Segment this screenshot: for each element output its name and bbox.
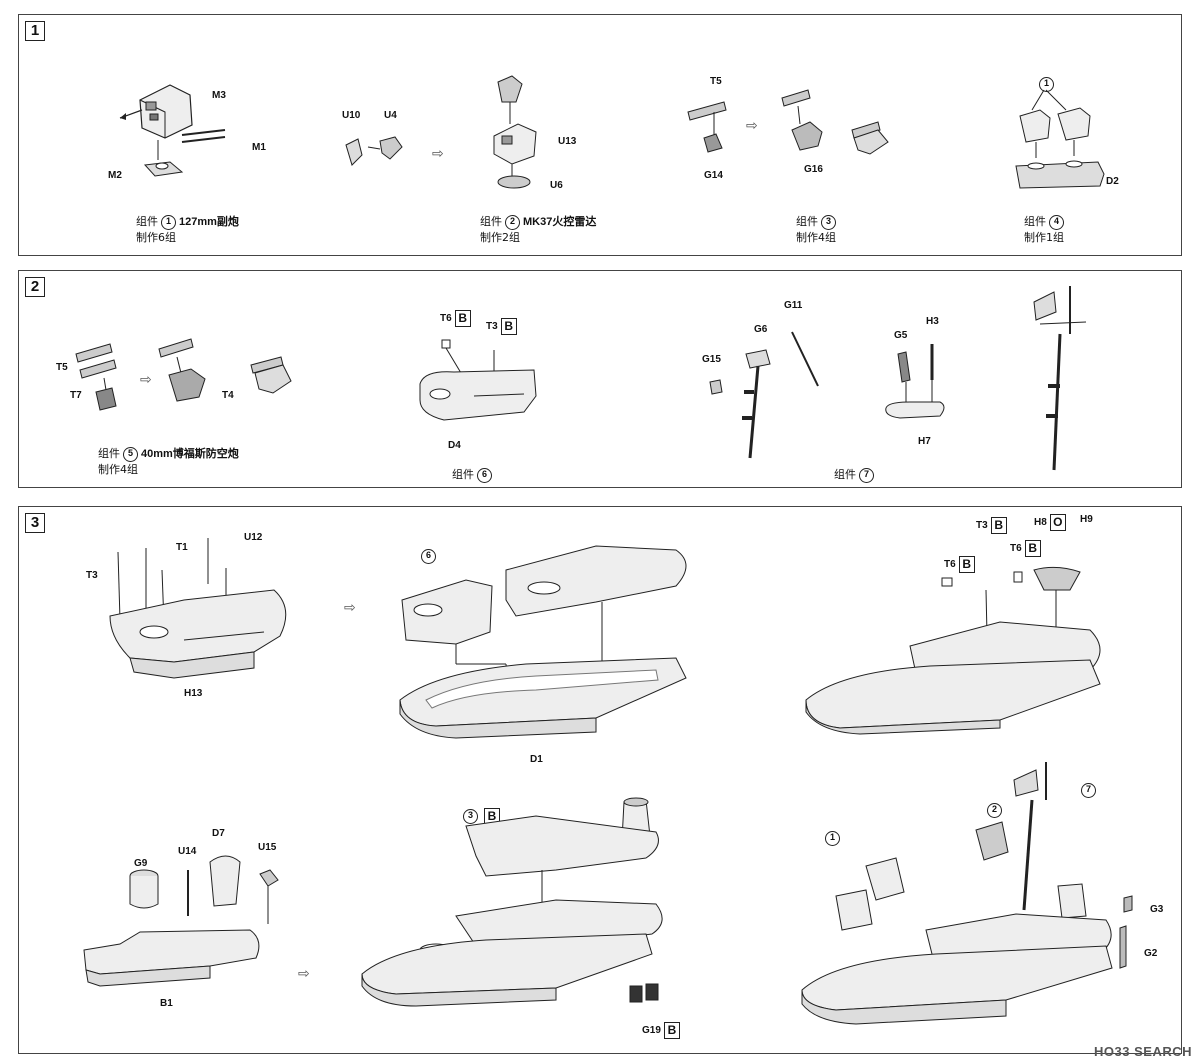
part-label-u10: U10 [342, 110, 361, 121]
part-label-h3: H3 [926, 316, 939, 327]
part-label-m2: M2 [108, 170, 122, 181]
step-number: 1 [25, 21, 45, 41]
part-label-t3: T3 [86, 570, 98, 581]
part-label-g16: G16 [804, 164, 823, 175]
part-label-t5: T5 [710, 76, 722, 87]
part-label-m3: M3 [212, 90, 226, 101]
step-3-panel: 3 [18, 506, 1182, 1054]
part-127mm-gun-illustration [119, 84, 226, 177]
step-flow-arrow: ⇨ [746, 118, 758, 134]
hull-final-assembly-illustration [801, 762, 1133, 1025]
part-label-u13: U13 [558, 136, 577, 147]
part-label-t7: T7 [70, 390, 82, 401]
part-label-g6: G6 [754, 324, 768, 335]
part-label-h13: H13 [184, 688, 203, 699]
assembly-ref-2: 2 [987, 803, 1002, 818]
step-flow-arrow: ⇨ [432, 146, 444, 162]
part-label-d2: D2 [1106, 176, 1119, 187]
hull-stage-2-illustration [361, 797, 663, 1007]
part-superstructure-d4-illustration [419, 339, 537, 421]
step-2-panel: 2 [18, 270, 1182, 488]
part-label-g3: G3 [1150, 904, 1164, 915]
part-mast-illustration [709, 331, 819, 459]
part-40mm-barrels-illustration [687, 101, 727, 153]
part-40mm-quad-barrels-illustration [75, 343, 117, 411]
part-label-h7: H7 [918, 436, 931, 447]
part-label-t5: T5 [56, 362, 68, 373]
step-flow-arrow: ⇨ [140, 372, 152, 388]
part-label-u14: U14 [178, 846, 197, 857]
part-label-t4: T4 [222, 390, 234, 401]
step-1-panel: 1 [18, 14, 1182, 256]
part-label-d7: D7 [212, 828, 225, 839]
part-label-g11: G11 [784, 300, 803, 311]
part-superstructure-b1-illustration [83, 855, 279, 987]
part-label-u15: U15 [258, 842, 277, 853]
assembly-ref-6: 6 [421, 549, 436, 564]
assembly-ref-7: 7 [1081, 783, 1096, 798]
part-label-t1: T1 [176, 542, 188, 553]
part-twin-turret-illustration [1015, 89, 1105, 189]
part-mast-assembled-illustration [1033, 286, 1087, 471]
step-flow-arrow: ⇨ [298, 966, 310, 982]
step-number: 2 [25, 277, 45, 297]
part-label-b1: B1 [160, 998, 173, 1009]
part-mk37-director-illustration [493, 75, 537, 189]
step-flow-arrow: ⇨ [344, 600, 356, 616]
hull-deck-d1-illustration [399, 545, 687, 739]
part-label-g14: G14 [704, 170, 723, 181]
part-label-u4: U4 [384, 110, 397, 121]
part-label-h9: H9 [1080, 514, 1093, 525]
hull-superstructure-assembled-illustration [805, 566, 1101, 735]
part-label-g9: G9 [134, 858, 148, 869]
part-label-g15: G15 [702, 354, 721, 365]
part-mk37-sub-illustration [345, 136, 403, 166]
part-40mm-mount-illustration [781, 89, 889, 155]
part-label-d1: D1 [530, 754, 543, 765]
part-40mm-mount-assembled-illustration [158, 338, 292, 402]
part-label-m1: M1 [252, 142, 266, 153]
assembly-ref-1: 1 [825, 831, 840, 846]
watermark: HO33 SEARCH [1094, 1044, 1192, 1059]
part-label-g5: G5 [894, 330, 908, 341]
part-label-d4: D4 [448, 440, 461, 451]
part-radar-h7-illustration [885, 344, 945, 419]
step-number: 3 [25, 513, 45, 533]
part-label-g2: G2 [1144, 948, 1158, 959]
part-superstructure-h13-illustration [109, 538, 287, 679]
assembly-ref-1: 1 [1039, 77, 1054, 92]
part-label-u6: U6 [550, 180, 563, 191]
part-label-u12: U12 [244, 532, 263, 543]
